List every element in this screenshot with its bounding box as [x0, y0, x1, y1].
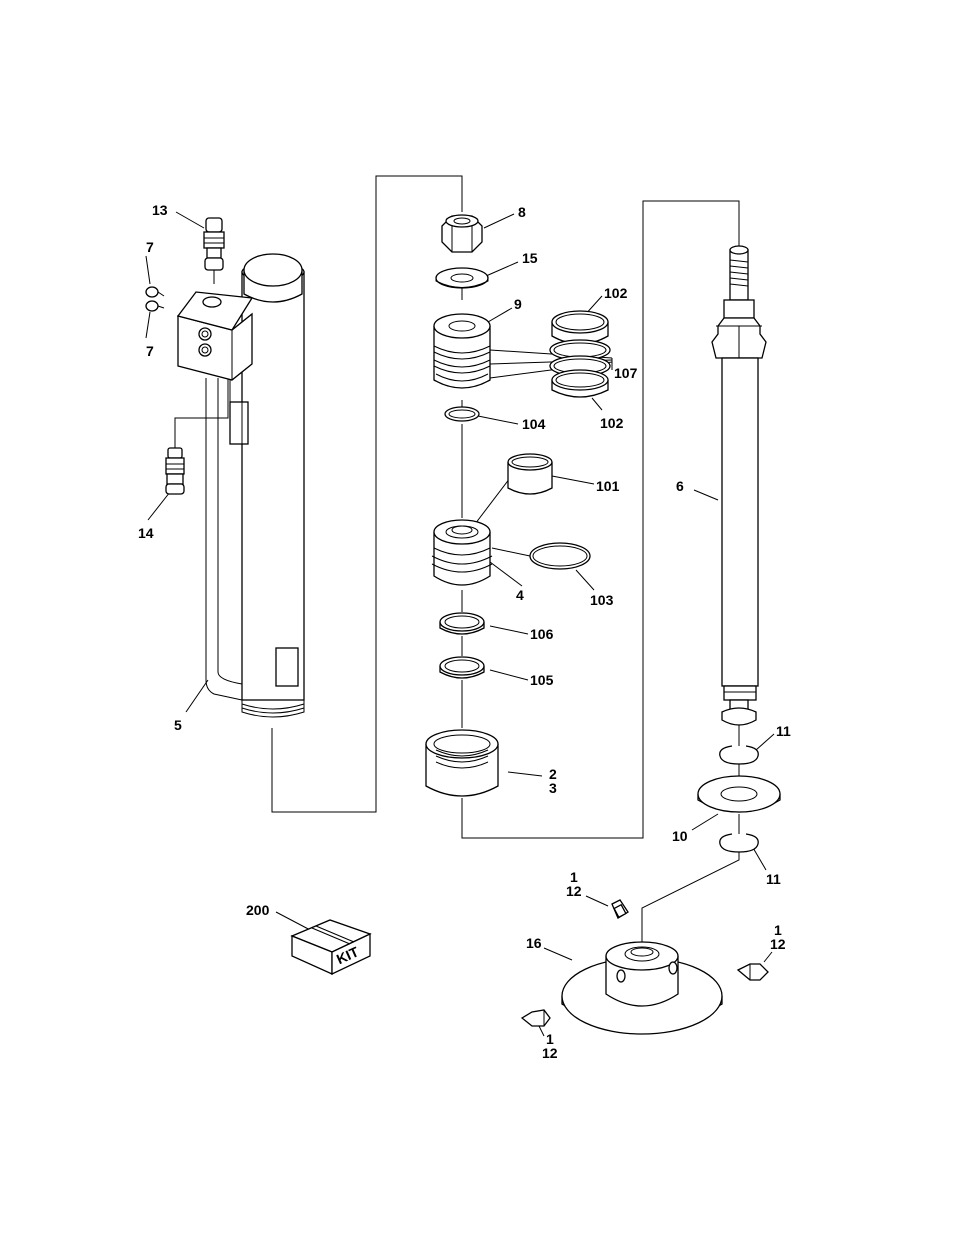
callout-11-bottom: 11: [766, 871, 781, 887]
manifold-block: [176, 291, 254, 382]
callout-5: 5: [174, 717, 182, 733]
callout-10: 10: [672, 828, 688, 844]
callout-106: 106: [530, 626, 554, 642]
gland-nut-2-3: [425, 729, 499, 797]
snap-ring-11-bottom: [719, 833, 759, 853]
snap-ring-11-top: [719, 745, 759, 765]
callout-103: 103: [590, 592, 614, 608]
screw-1-12-top: [611, 899, 629, 919]
nut-8: [441, 214, 483, 253]
washer-10: [697, 775, 781, 813]
o-ring-104: [444, 406, 480, 422]
gland-4: [431, 519, 493, 586]
fitting-14: [165, 447, 185, 495]
seal-ring-102-top: [551, 310, 609, 345]
callout-104: 104: [522, 416, 546, 432]
callout-107: 107: [614, 365, 638, 381]
callout-102-bottom: 102: [600, 415, 624, 431]
connector-lines: [174, 175, 740, 958]
fitting-13: [203, 217, 225, 271]
callout-7-upper: 7: [146, 239, 154, 255]
callout-8: 8: [518, 204, 526, 220]
leader-lines: [145, 211, 775, 1037]
kit-box-200: KIT: [290, 919, 372, 976]
seal-106: [439, 612, 485, 635]
washer-15: [435, 267, 489, 289]
callout-2: 2: [549, 766, 557, 782]
screw-1-12-left: [520, 1009, 551, 1027]
callout-14: 14: [138, 525, 154, 541]
callout-102-top: 102: [604, 285, 628, 301]
callout-4: 4: [516, 587, 524, 603]
wiper-105: [439, 656, 485, 679]
callout-7-lower: 7: [146, 343, 154, 359]
callout-105: 105: [530, 672, 554, 688]
callout-1-right: 1: [774, 922, 782, 938]
callout-101: 101: [596, 478, 620, 494]
screw-1-12-right: [736, 963, 769, 981]
base-plate-16: [561, 941, 723, 1035]
callout-9: 9: [514, 296, 522, 312]
callout-3: 3: [549, 780, 557, 796]
callout-200: 200: [246, 902, 270, 918]
plug-7: [145, 286, 165, 312]
seal-ring-102-bottom: [551, 369, 609, 398]
callout-13: 13: [152, 202, 168, 218]
piston-9: [433, 313, 491, 389]
hydraulic-tube: [205, 378, 243, 701]
callout-11-top: 11: [776, 723, 791, 739]
rod-6: [711, 245, 767, 726]
callout-12-left: 12: [542, 1045, 558, 1061]
callout-6: 6: [676, 478, 684, 494]
callout-12-right: 12: [770, 936, 786, 952]
callout-15: 15: [522, 250, 538, 266]
callout-1-top: 1: [570, 869, 578, 885]
bearing-101: [507, 453, 553, 495]
callout-labels: 13 7 7 14 5 8 15 9 102 107 102 104 101 1…: [138, 202, 791, 1061]
o-ring-103: [529, 542, 591, 570]
callout-1-left: 1: [546, 1031, 554, 1047]
callout-16: 16: [526, 935, 542, 951]
callout-12-top: 12: [566, 883, 582, 899]
